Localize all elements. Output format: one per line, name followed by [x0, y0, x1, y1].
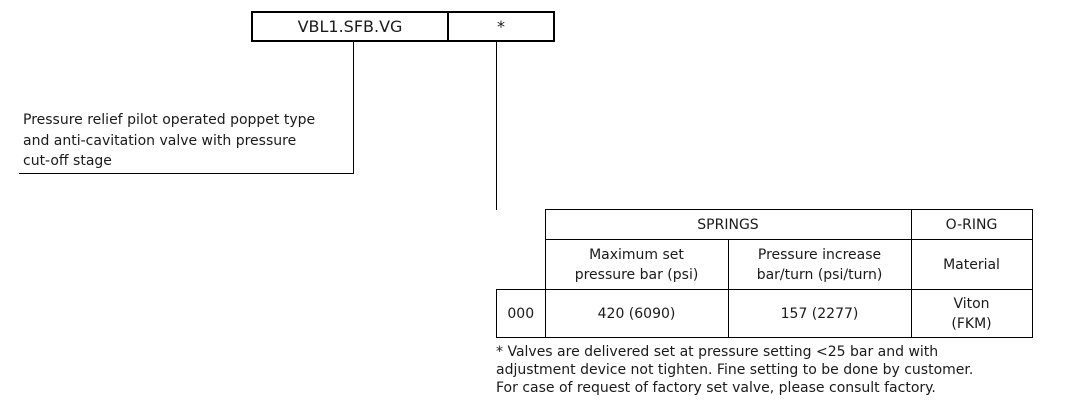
- footnote-line: adjustment device not tighten. Fine sett…: [496, 362, 974, 378]
- ordering-code-option-text: *: [497, 17, 505, 36]
- row-material-line1: Viton: [953, 295, 990, 312]
- ordering-code-main: VBL1.SFB.VG: [251, 11, 449, 42]
- ordering-code-option: *: [447, 11, 555, 42]
- header-springs: SPRINGS: [544, 209, 912, 240]
- table-row: 000 420 (6090) 157 (2277) Viton (FKM): [496, 289, 1033, 338]
- header-max-set-pressure: Maximum set pressure bar (psi): [544, 239, 729, 290]
- table-header-group-row: SPRINGS O-RING: [497, 209, 1033, 240]
- header-o-ring: O-RING: [910, 209, 1033, 240]
- table-blank-cell: [496, 239, 546, 290]
- header-max-set-line2: pressure bar (psi): [574, 266, 699, 283]
- header-material: Material: [910, 239, 1033, 290]
- row-code: 000: [496, 289, 546, 338]
- ordering-code-main-text: VBL1.SFB.VG: [297, 17, 403, 36]
- leader-line-option-vertical: [496, 42, 497, 210]
- row-pressure-increase: 157 (2277): [727, 289, 912, 338]
- table-blank-cell: [497, 210, 546, 240]
- description-line: cut-off stage: [23, 153, 112, 169]
- valve-description: Pressure relief pilot operated poppet ty…: [23, 110, 343, 170]
- description-line: Pressure relief pilot operated poppet ty…: [23, 112, 316, 128]
- footnote: * Valves are delivered set at pressure s…: [496, 343, 976, 397]
- leader-line-main-horizontal: [19, 173, 354, 174]
- header-pressure-increase: Pressure increase bar/turn (psi/turn): [727, 239, 912, 290]
- spring-spec-table: SPRINGS O-RING Maximum set pressure bar …: [496, 209, 1033, 338]
- row-material-line2: (FKM): [951, 315, 992, 332]
- header-increase-line1: Pressure increase: [757, 246, 882, 263]
- row-max-set-pressure: 420 (6090): [544, 289, 729, 338]
- header-increase-line2: bar/turn (psi/turn): [756, 266, 883, 283]
- description-line: and anti-cavitation valve with pressure: [23, 133, 297, 149]
- footnote-line: For case of request of factory set valve…: [496, 380, 936, 396]
- table-header-column-row: Maximum set pressure bar (psi) Pressure …: [496, 239, 1033, 290]
- footnote-line: * Valves are delivered set at pressure s…: [496, 344, 939, 360]
- row-material: Viton (FKM): [910, 289, 1033, 338]
- leader-line-main-vertical: [353, 42, 354, 173]
- header-max-set-line1: Maximum set: [589, 246, 684, 263]
